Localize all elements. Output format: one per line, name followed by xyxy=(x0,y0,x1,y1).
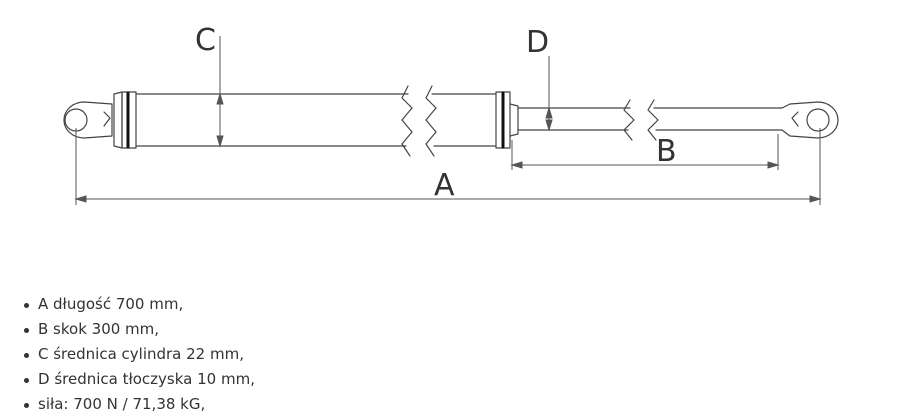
left-eyelet xyxy=(63,101,113,139)
label-a: A xyxy=(434,168,455,203)
spec-item-stroke: B skok 300 mm, xyxy=(22,317,255,342)
right-eyelet xyxy=(781,101,839,139)
label-d: D xyxy=(526,25,549,60)
label-c: C xyxy=(195,23,216,58)
spec-item-rod-diameter: D średnica tłoczyska 10 mm, xyxy=(22,367,255,392)
piston-rod xyxy=(517,99,783,141)
dimension-b xyxy=(510,134,780,170)
cylinder-body xyxy=(113,85,519,157)
dimension-a xyxy=(74,128,822,205)
gas-spring-diagram: C D B A xyxy=(63,23,839,205)
spec-item-cylinder-diameter: C średnica cylindra 22 mm, xyxy=(22,342,255,367)
spec-item-length: A długość 700 mm, xyxy=(22,292,255,317)
dimension-d xyxy=(545,56,553,132)
spec-list: A długość 700 mm, B skok 300 mm, C średn… xyxy=(22,292,255,417)
label-b: B xyxy=(656,134,677,169)
spec-item-force: siła: 700 N / 71,38 kG, xyxy=(22,392,255,417)
dimension-c xyxy=(216,36,224,148)
